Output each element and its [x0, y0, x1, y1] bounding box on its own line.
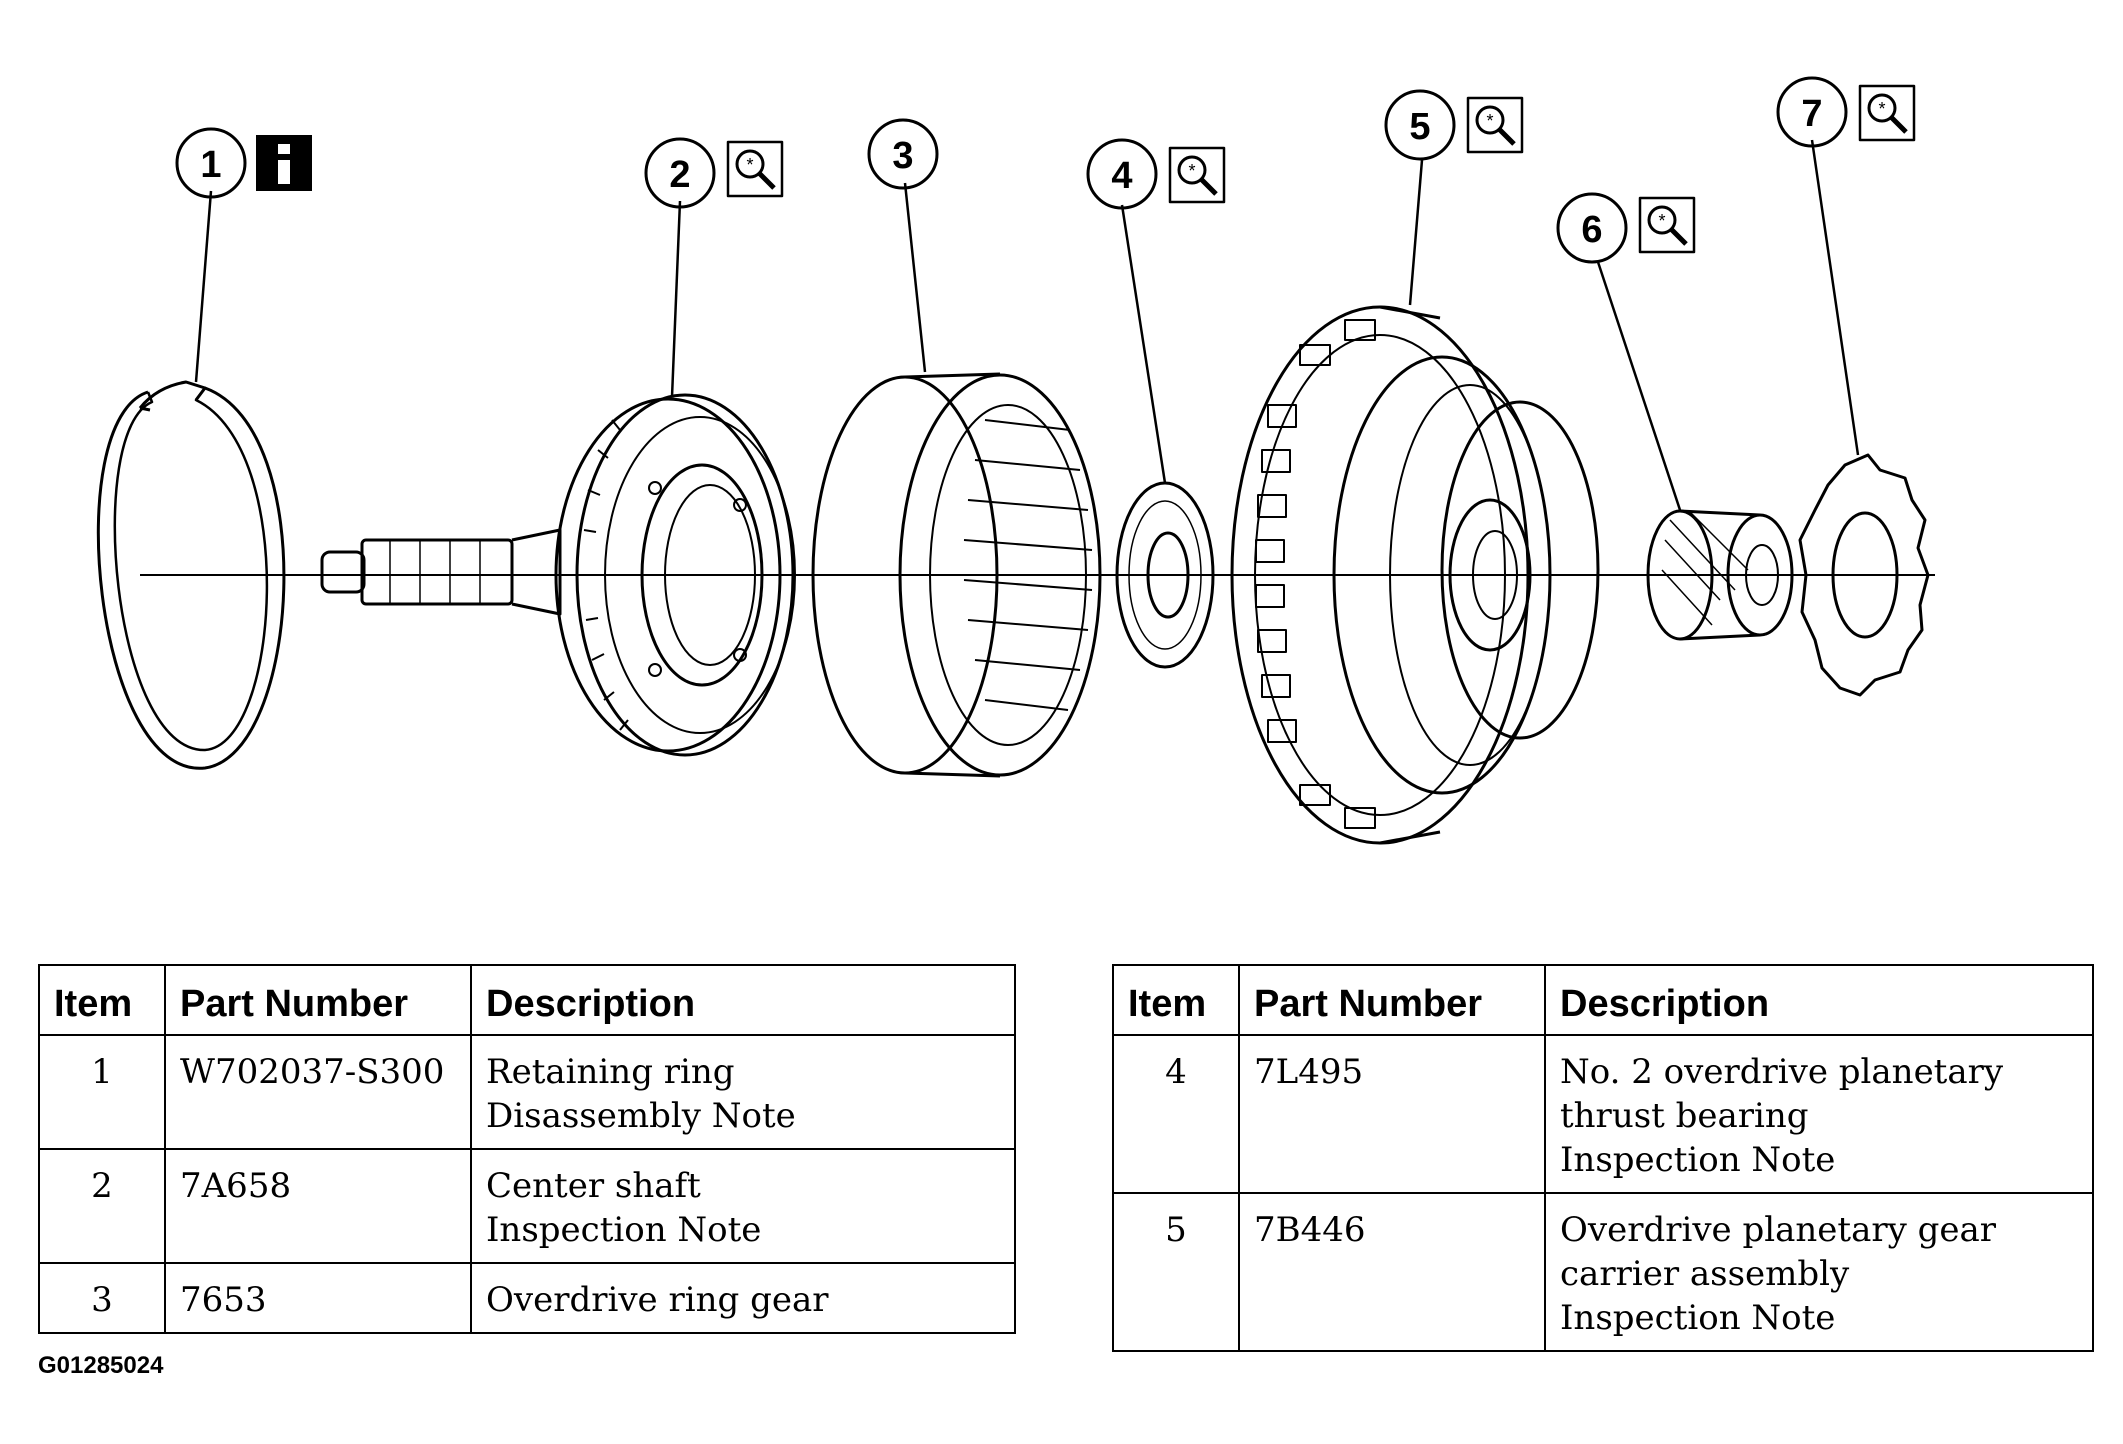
- part-number-cell: 7L495: [1238, 1034, 1546, 1194]
- description-line: Retaining ring: [486, 1052, 735, 1092]
- table-header-row: Item Part Number Description: [38, 964, 1016, 1036]
- part-planetary-carrier: [1230, 305, 1600, 845]
- description-line: Inspection Note: [486, 1210, 762, 1250]
- item-cell: 3: [38, 1262, 166, 1334]
- info-icon[interactable]: [256, 135, 312, 191]
- item-cell: 1: [38, 1034, 166, 1150]
- description-line: Overdrive ring gear: [486, 1280, 829, 1320]
- header-part-number: Part Number: [164, 964, 472, 1036]
- part-overdrive-ring-gear: [811, 372, 1102, 778]
- part-retaining-ring: [96, 380, 286, 770]
- part-thrust-washer: [1798, 453, 1930, 697]
- callout-1: 1: [175, 127, 247, 199]
- magnifier-icon[interactable]: *: [1858, 84, 1916, 142]
- svg-text:*: *: [1486, 111, 1493, 131]
- part-center-shaft: [320, 393, 796, 757]
- magnifier-icon[interactable]: *: [1638, 196, 1696, 254]
- callout-7: 7: [1776, 76, 1848, 148]
- magnifier-icon[interactable]: *: [726, 140, 784, 198]
- leader-lines: [194, 139, 1860, 511]
- description-line: Disassembly Note: [486, 1096, 796, 1136]
- header-description: Description: [470, 964, 1016, 1036]
- svg-text:*: *: [1188, 161, 1195, 181]
- svg-text:*: *: [746, 155, 753, 175]
- callout-3: 3: [867, 118, 939, 190]
- svg-text:3: 3: [892, 135, 913, 177]
- item-cell: 5: [1112, 1192, 1240, 1352]
- svg-text:6: 6: [1581, 209, 1602, 251]
- description-line: Inspection Note: [1560, 1140, 1836, 1180]
- callout-2: 2: [644, 137, 716, 209]
- part-number-cell: 7653: [164, 1262, 472, 1334]
- callout-6: 6: [1556, 192, 1628, 264]
- magnifier-icon[interactable]: *: [1168, 146, 1226, 204]
- figure-id: G01285024: [38, 1352, 164, 1379]
- header-item: Item: [38, 964, 166, 1036]
- callout-5: 5: [1384, 89, 1456, 161]
- table-header-row: Item Part Number Description: [1112, 964, 2094, 1036]
- svg-text:7: 7: [1801, 93, 1822, 135]
- callout-4: 4: [1086, 138, 1158, 210]
- exploded-parts-diagram: 1 2 * 3 4 * 5 *: [96, 76, 1935, 845]
- part-number-cell: 7A658: [164, 1148, 472, 1264]
- description-line: carrier assembly: [1560, 1254, 1850, 1294]
- description-cell: Overdrive ring gear: [470, 1262, 1016, 1334]
- part-number-cell: W702037-S300: [164, 1034, 472, 1150]
- part-sun-gear: [1646, 509, 1794, 641]
- svg-text:4: 4: [1111, 155, 1132, 197]
- description-line: Center shaft: [486, 1166, 701, 1206]
- item-cell: 2: [38, 1148, 166, 1264]
- description-line: No. 2 overdrive planetary: [1560, 1052, 2004, 1092]
- header-description: Description: [1544, 964, 2094, 1036]
- magnifier-icon[interactable]: *: [1466, 96, 1524, 154]
- svg-text:*: *: [1878, 99, 1885, 119]
- description-line: thrust bearing: [1560, 1096, 1809, 1136]
- item-cell: 4: [1112, 1034, 1240, 1194]
- svg-text:2: 2: [669, 154, 690, 196]
- header-part-number: Part Number: [1238, 964, 1546, 1036]
- svg-text:5: 5: [1409, 106, 1430, 148]
- header-item: Item: [1112, 964, 1240, 1036]
- svg-text:*: *: [1658, 211, 1665, 231]
- part-number-cell: 7B446: [1238, 1192, 1546, 1352]
- description-line: Overdrive planetary gear: [1560, 1210, 1997, 1250]
- svg-text:1: 1: [200, 144, 221, 186]
- description-line: Inspection Note: [1560, 1298, 1836, 1338]
